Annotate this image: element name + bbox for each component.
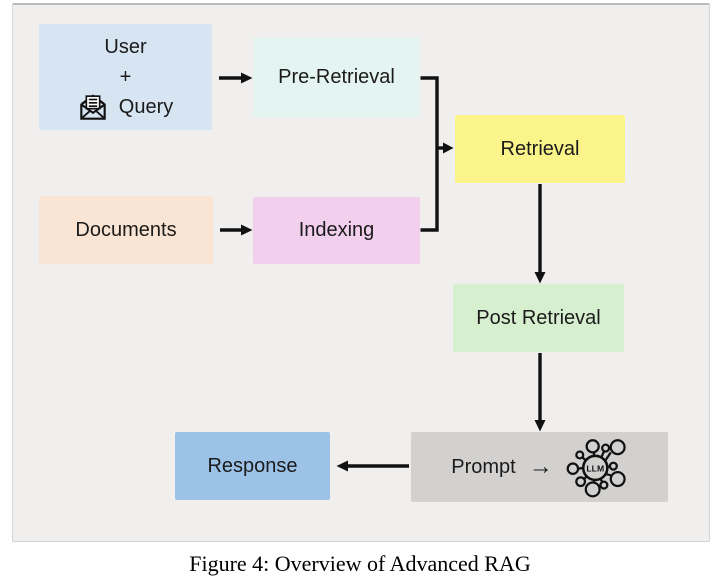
node-prompt: Prompt →: [411, 432, 668, 502]
envelope-body: [80, 103, 106, 120]
envelope-fold: [80, 103, 106, 115]
node-dot: [566, 462, 579, 476]
query-row: Query: [78, 92, 173, 122]
node-dot: [599, 480, 609, 490]
llm-center-circle: [581, 454, 609, 482]
node-dot: [609, 471, 626, 488]
node-dot: [609, 439, 626, 456]
llm-network-shapes: [566, 439, 626, 498]
node-dot: [608, 461, 618, 471]
documents-label: Documents: [75, 218, 177, 241]
node-post-retrieval: Post Retrieval: [453, 284, 624, 352]
node-documents: Documents: [39, 196, 213, 264]
spoke: [604, 451, 612, 461]
indexing-label: Indexing: [298, 219, 375, 241]
query-label: Query: [118, 96, 174, 118]
node-pre-retrieval: Pre-Retrieval: [253, 38, 420, 117]
node-dot: [600, 443, 610, 453]
node-retrieval: Retrieval: [455, 115, 625, 183]
llm-text: LLM: [586, 463, 604, 473]
retrieval-label: Retrieval: [500, 137, 580, 160]
llm-network-icon: LLM: [566, 439, 626, 498]
plus-label: +: [119, 66, 132, 88]
open-envelope-icon: [80, 94, 106, 120]
post-retrieval-label: Post Retrieval: [476, 306, 601, 329]
node-dot: [585, 439, 600, 454]
node-indexing: Indexing: [253, 197, 420, 264]
node-dot: [584, 481, 601, 498]
node-dot: [574, 476, 586, 488]
figure-caption: Figure 4: Overview of Advanced RAG: [189, 551, 531, 576]
node-response: Response: [175, 432, 330, 500]
prompt-label: Prompt: [451, 455, 516, 478]
node-user-query: User + Query: [39, 24, 212, 130]
envelope-creases: [81, 110, 104, 119]
user-label: User: [104, 36, 147, 58]
pre-retrieval-label: Pre-Retrieval: [278, 66, 395, 88]
response-label: Response: [207, 454, 298, 477]
prompt-arrow-glyph: →: [528, 453, 553, 480]
node-dot: [574, 450, 585, 460]
